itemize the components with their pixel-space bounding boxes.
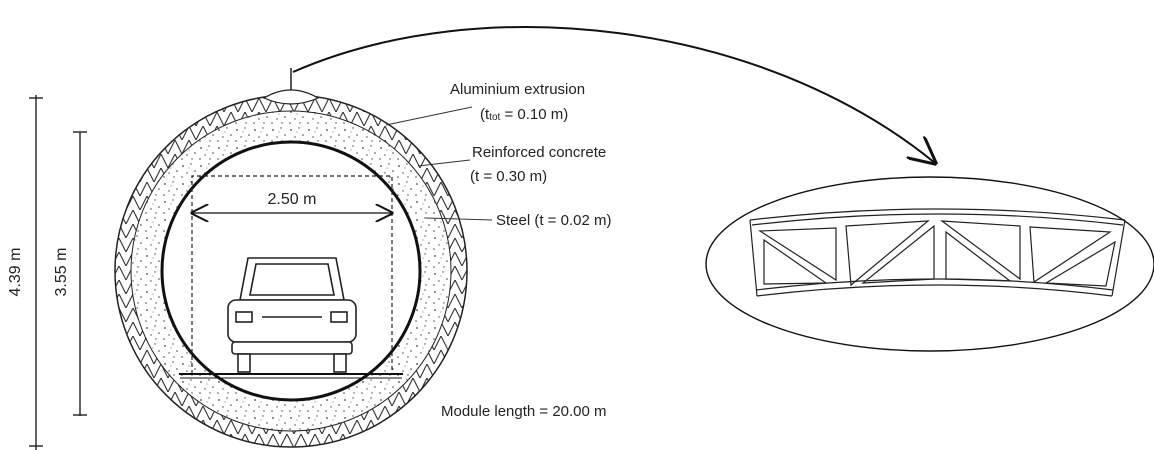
extrusion-detail-view bbox=[705, 176, 1154, 352]
detail-ellipse bbox=[705, 176, 1154, 352]
outer-height-label: 4.39 m bbox=[7, 248, 24, 297]
road-deck bbox=[179, 373, 403, 379]
module-length-label: Module length = 20.00 m bbox=[441, 403, 607, 420]
aluminium-thickness-label: (ttot = 0.10 m) bbox=[480, 106, 568, 123]
leader-lines bbox=[385, 106, 493, 221]
car-icon bbox=[227, 257, 357, 373]
width-dimension-label: 2.50 m bbox=[268, 191, 317, 208]
reinforced-concrete-label: Reinforced concrete bbox=[472, 144, 606, 161]
aluminium-extrusion-section bbox=[749, 208, 1126, 297]
extrusion-detail-marker bbox=[262, 89, 320, 105]
detail-callout-arrow bbox=[292, 26, 935, 163]
steel-label: Steel (t = 0.02 m) bbox=[496, 212, 611, 229]
inner-height-dimension: 3.55 m bbox=[53, 131, 87, 416]
outer-height-dimension: 4.39 m bbox=[7, 95, 43, 450]
aluminium-extrusion-label: Aluminium extrusion bbox=[450, 81, 585, 98]
clearance-dashed-box bbox=[191, 175, 393, 374]
clearance-envelope: 2.50 m bbox=[191, 175, 393, 374]
concrete-thickness-label: (t = 0.30 m) bbox=[470, 168, 547, 185]
inner-height-label: 3.55 m bbox=[53, 248, 70, 297]
